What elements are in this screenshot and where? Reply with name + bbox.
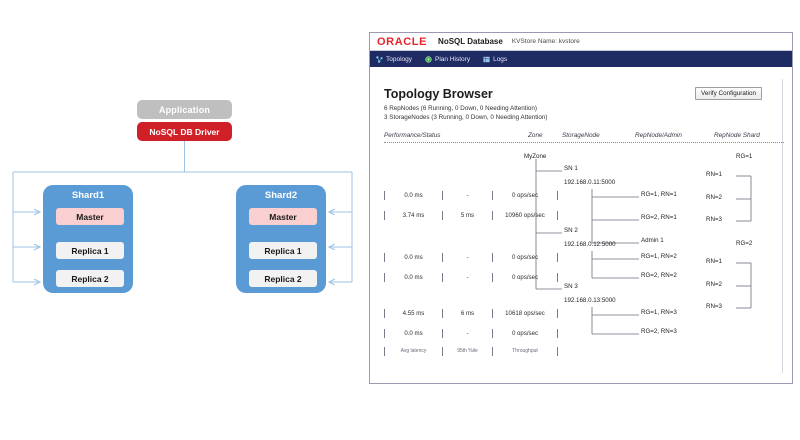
sn2-b-latency: 0.0 ms xyxy=(384,272,442,282)
shard1-master-node: Master xyxy=(56,208,124,225)
nav-item-plan-history[interactable]: Plan History xyxy=(425,56,470,63)
shard-group-2-member-2: RN=2 xyxy=(706,280,722,288)
storagenodes-summary: 3 StorageNodes (3 Running, 0 Down, 0 Nee… xyxy=(384,114,548,122)
shard-group-1-member-1: RN=1 xyxy=(706,170,722,178)
repnodes-summary: 6 RepNodes (6 Running, 0 Down, 0 Needing… xyxy=(384,105,537,112)
plan-history-icon xyxy=(425,55,432,63)
main-navigation: Topology Plan History Logs xyxy=(370,51,792,67)
topology-icon xyxy=(376,55,383,63)
sn3-a-percentile: 6 ms xyxy=(442,308,492,318)
column-header-performance: Performance/Status xyxy=(384,131,441,139)
storagenode-2-address: 192.168.0.12:5000 xyxy=(564,240,616,248)
shard1-replica-2-node: Replica 2 xyxy=(56,270,124,287)
storagenode-1-name[interactable]: SN 1 xyxy=(564,164,578,172)
topology-grid: MyZone SN 1 192.168.0.11:5000 RG=1, RN=1… xyxy=(384,143,784,358)
sn2-a-latency: 0.0 ms xyxy=(384,252,442,262)
repnode-rg1-rn2[interactable]: RG=1, RN=2 xyxy=(641,252,677,260)
shard1-replica-1-node: Replica 1 xyxy=(56,242,124,259)
nav-item-logs-label: Logs xyxy=(493,55,508,63)
nav-item-topology[interactable]: Topology xyxy=(376,56,412,63)
metrics-row-sn1-b: 3.74 ms 5 ms 10960 ops/sec xyxy=(384,210,558,220)
sn2-b-percentile: - xyxy=(442,272,492,282)
repnode-rg2-rn3[interactable]: RG=2, RN=3 xyxy=(641,327,677,335)
panel-body: Verify Configuration Topology Browser 6 … xyxy=(370,67,792,383)
storagenode-1-address: 192.168.0.11:5000 xyxy=(564,178,616,186)
shard-group-2-label: RG=2 xyxy=(736,239,753,247)
shard-group-2-member-3: RN=3 xyxy=(706,302,722,310)
sn1-b-percentile: 5 ms xyxy=(442,210,492,220)
nosql-admin-console: ORACLE NoSQL Database KVStore Name: kvst… xyxy=(369,32,793,384)
sn2-a-percentile: - xyxy=(442,252,492,262)
metrics-row-sn2-a: 0.0 ms - 0 ops/sec xyxy=(384,252,558,262)
sn2-a-throughput: 0 ops/sec xyxy=(492,252,558,262)
brand-bar: ORACLE NoSQL Database KVStore Name: kvst… xyxy=(370,33,792,51)
nav-item-plan-history-label: Plan History xyxy=(435,55,471,63)
sn3-a-throughput: 10618 ops/sec xyxy=(492,308,558,318)
verify-configuration-button[interactable]: Verify Configuration xyxy=(695,87,762,100)
metrics-row-sn2-b: 0.0 ms - 0 ops/sec xyxy=(384,272,558,282)
shard2-replica-1-node: Replica 1 xyxy=(249,242,317,259)
panel-divider xyxy=(782,79,783,373)
storagenode-3-address: 192.168.0.13:5000 xyxy=(564,296,616,304)
zone-label: MyZone xyxy=(524,152,547,160)
metrics-row-sn3-a: 4.55 ms 6 ms 10618 ops/sec xyxy=(384,308,558,318)
product-name: NoSQL Database xyxy=(438,37,503,46)
legend-throughput: Throughput xyxy=(492,346,558,356)
column-header-repnode-admin: RepNode/Admin xyxy=(635,131,682,139)
shard-group-1-label: RG=1 xyxy=(736,152,753,160)
shard1-container: Shard1 Master Replica 1 Replica 2 xyxy=(43,185,133,293)
sn3-b-percentile: - xyxy=(442,328,492,338)
sn1-b-latency: 3.74 ms xyxy=(384,210,442,220)
column-header-storagenode: StorageNode xyxy=(562,131,600,139)
storagenode-3-name[interactable]: SN 3 xyxy=(564,282,578,290)
repnode-rg2-rn2[interactable]: RG=2, RN=2 xyxy=(641,271,677,279)
shard2-master-node: Master xyxy=(249,208,317,225)
sn3-a-latency: 4.55 ms xyxy=(384,308,442,318)
shard1-title: Shard1 xyxy=(71,190,105,201)
shard-group-1-member-2: RN=2 xyxy=(706,193,722,201)
topology-browser-panel: Verify Configuration Topology Browser 6 … xyxy=(380,77,784,375)
column-headers: Performance/Status Zone StorageNode RepN… xyxy=(384,132,784,143)
shard2-title: Shard2 xyxy=(264,190,298,201)
sn1-a-latency: 0.0 ms xyxy=(384,190,442,200)
kvstore-name-label: KVStore Name: kvstore xyxy=(511,38,580,45)
architecture-diagram: Application NoSQL DB Driver Shard1 Maste… xyxy=(0,0,365,440)
page-title: Topology Browser xyxy=(384,87,493,101)
oracle-logo: ORACLE xyxy=(377,35,428,48)
admin-1[interactable]: Admin 1 xyxy=(641,236,664,244)
shard2-replica-2-node: Replica 2 xyxy=(249,270,317,287)
shard-group-1-member-3: RN=3 xyxy=(706,215,722,223)
shard-group-2-member-1: RN=1 xyxy=(706,257,722,265)
nav-item-topology-label: Topology xyxy=(386,55,413,63)
metrics-row-sn1-a: 0.0 ms - 0 ops/sec xyxy=(384,190,558,200)
repnode-rg1-rn3[interactable]: RG=1, RN=3 xyxy=(641,308,677,316)
legend-latency: Avg latency xyxy=(384,346,442,356)
sn3-b-throughput: 0 ops/sec xyxy=(492,328,558,338)
sn1-a-throughput: 0 ops/sec xyxy=(492,190,558,200)
repnode-rg1-rn1[interactable]: RG=1, RN=1 xyxy=(641,190,677,198)
topology-tree-lines xyxy=(535,158,752,335)
nosql-db-driver-box: NoSQL DB Driver xyxy=(137,122,232,141)
shard2-container: Shard2 Master Replica 1 Replica 2 xyxy=(236,185,326,293)
repnode-rg2-rn1[interactable]: RG=2, RN=1 xyxy=(641,213,677,221)
sn1-a-percentile: - xyxy=(442,190,492,200)
legend-percentile: 95th %ile xyxy=(442,346,492,356)
metrics-legend-row: Avg latency 95th %ile Throughput xyxy=(384,346,558,356)
column-header-repnode-shard: RepNode Shard xyxy=(714,131,760,139)
sn1-b-throughput: 10960 ops/sec xyxy=(492,210,558,220)
nav-item-logs[interactable]: Logs xyxy=(483,56,507,63)
sn3-b-latency: 0.0 ms xyxy=(384,328,442,338)
column-header-zone: Zone xyxy=(528,131,543,139)
application-box: Application xyxy=(137,100,232,119)
metrics-row-sn3-b: 0.0 ms - 0 ops/sec xyxy=(384,328,558,338)
logs-icon xyxy=(483,56,490,62)
storagenode-2-name[interactable]: SN 2 xyxy=(564,226,578,234)
sn2-b-throughput: 0 ops/sec xyxy=(492,272,558,282)
